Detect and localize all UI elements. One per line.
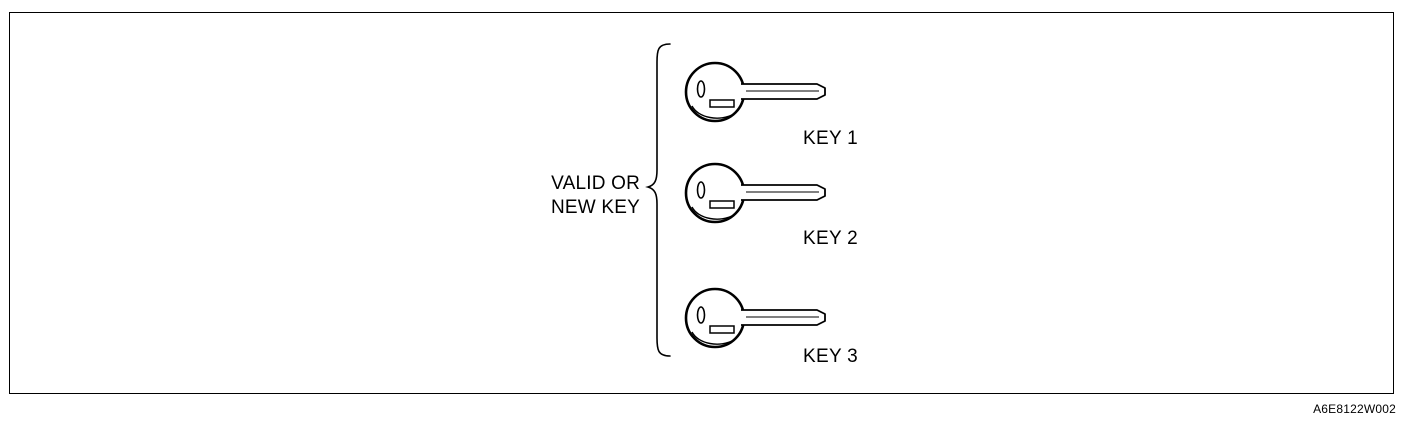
key-3-label: KEY 3 xyxy=(803,346,859,367)
group-label-line-2: NEW KEY xyxy=(550,197,640,218)
group-label-line-1: VALID OR xyxy=(551,173,640,194)
diagram-frame xyxy=(9,12,1394,394)
key-icon xyxy=(684,162,826,224)
key-2-label: KEY 2 xyxy=(803,228,859,249)
key-2 xyxy=(684,161,834,225)
group-label: VALID OR NEW KEY xyxy=(520,172,640,220)
key-3 xyxy=(684,286,834,350)
key-icon xyxy=(684,287,826,349)
key-1-label: KEY 1 xyxy=(803,128,859,149)
key-1 xyxy=(684,60,834,124)
reference-code: A6E8122W002 xyxy=(1313,402,1396,416)
key-icon xyxy=(684,61,826,123)
